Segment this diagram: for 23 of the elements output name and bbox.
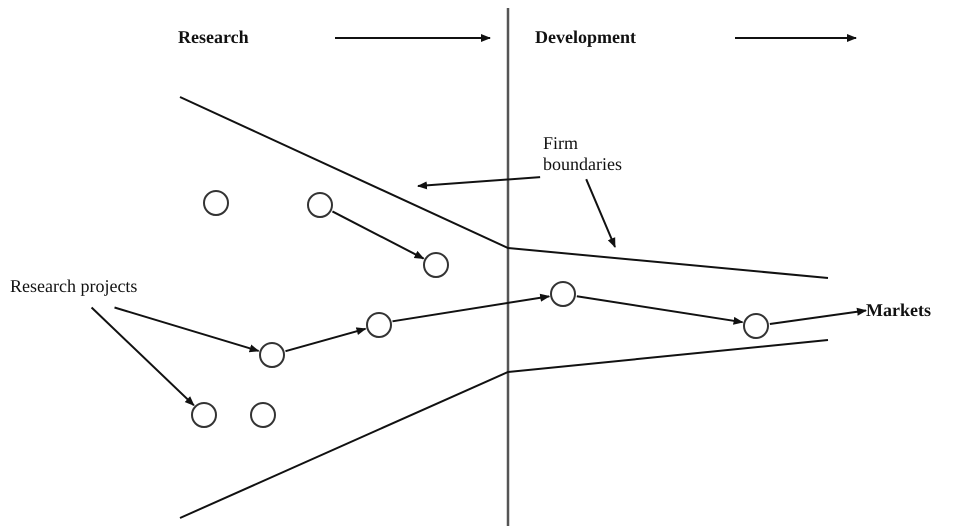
project-circle [259,342,285,368]
target-label: Markets [866,300,931,321]
arrow [576,295,744,325]
project-circle [423,252,449,278]
project-circle [191,402,217,428]
leader-line [114,306,260,352]
arrow [285,327,366,352]
leader-line [585,178,616,248]
project-circle [366,312,392,338]
arrow [392,294,550,322]
project-circle [743,313,769,339]
phase-heading: Research [178,27,249,48]
phase-heading: Development [535,27,636,48]
leader-line [417,176,540,190]
project-circle [250,402,276,428]
callout-text: Research projects [10,276,138,297]
arrow [770,308,867,326]
project-circle [203,190,229,216]
leader-line [90,306,195,406]
project-circle [550,281,576,307]
arrow [332,210,424,260]
project-circle [307,192,333,218]
callout-text: Firm boundaries [543,133,639,175]
